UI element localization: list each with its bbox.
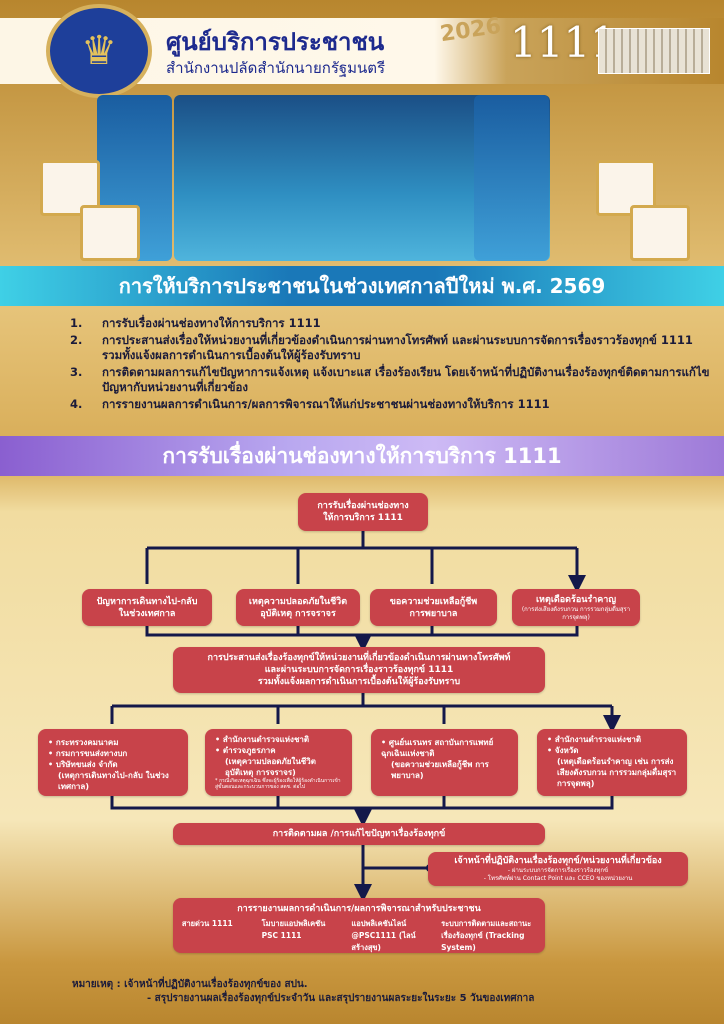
box-text: การรายงานผลการดำเนินการ/ผลการพิจารณาสำหร… bbox=[237, 904, 481, 914]
service-item: 4. การรายงานผลการดำเนินการ/ผลการพิจารณาให… bbox=[70, 397, 710, 413]
flow-box-report: การรายงานผลการดำเนินการ/ผลการพิจารณาสำหร… bbox=[173, 898, 545, 953]
item-number: 3. bbox=[70, 364, 83, 379]
box-text: เจ้าหน้าที่ปฏิบัติงานเรื่องร้องทุกข์/หน่… bbox=[454, 856, 662, 866]
item-text: การรับเรื่องผ่านช่องทางให้การบริการ 1111 bbox=[102, 316, 321, 330]
note-line: หมายเหตุ : เจ้าหน้าที่ปฏิบัติงานเรื่องร้… bbox=[72, 979, 308, 990]
box-subtext: - ผ่านระบบการจัดการเรื่องราวร้องทุกข์ bbox=[507, 867, 609, 874]
agency-note: * กรณีเกิดเหตุฉุกเฉิน ซึ่งจะผู้ร้องเพื่อ… bbox=[215, 778, 341, 790]
flow-box-coordination: การประสานส่งเรื่องร้องทุกข์ให้หน่วยงานที… bbox=[173, 647, 545, 693]
box-text: เหตุความปลอดภัยในชีวิต bbox=[248, 596, 348, 607]
service-item: 2. การประสานส่งเรื่องให้หน่วยงานที่เกี่ยว… bbox=[70, 333, 710, 364]
box-subtext: (การส่งเสียงดังรบกวน การรวมกลุ่มดื่มสุรา… bbox=[521, 605, 631, 621]
agency-item: ตำรวจภูธรภาค bbox=[215, 745, 342, 756]
agency-box-transport: กระทรวงคมนาคมกรมการขนส่งทางบกบริษัทขนส่ง… bbox=[38, 729, 188, 796]
government-house-image bbox=[598, 28, 710, 74]
flow-box-followup: การติดตามผล /การแก้ไขปัญหาเรื่องร้องทุกข… bbox=[173, 823, 545, 845]
agency-item: สำนักงานตำรวจแห่งชาติ bbox=[215, 734, 342, 745]
agency-item: ศูนย์นเรนทร สถาบันการแพทย์ฉุกเฉินแห่งชาต… bbox=[381, 737, 508, 759]
header-title: ศูนย์บริการประชาชน bbox=[166, 28, 385, 56]
service-item: 1. การรับเรื่องผ่านช่องทางให้การบริการ 11… bbox=[70, 316, 710, 332]
service-list: 1. การรับเรื่องผ่านช่องทางให้การบริการ 11… bbox=[70, 316, 710, 413]
agency-item: สำนักงานตำรวจแห่งชาติ bbox=[547, 734, 677, 745]
map-panel-image bbox=[474, 95, 549, 261]
box-text: ปัญหาการเดินทางไป-กลับ bbox=[96, 596, 198, 607]
channel-mobile-app: โมบายแอปพลิเคชัน PSC 1111 bbox=[261, 919, 326, 940]
category-travel: ปัญหาการเดินทางไป-กลับในช่วงเทศกาล bbox=[82, 589, 212, 626]
box-text: ในช่วงเทศกาล bbox=[118, 608, 176, 619]
service-item: 3. การติดตามผลการแก้ไขปัญหาการแจ้งเหตุ แจ… bbox=[70, 365, 710, 396]
report-channels: สายด่วน 1111 โมบายแอปพลิเคชัน PSC 1111 แ… bbox=[177, 918, 541, 954]
note-line: - สรุปรายงานผลเรื่องร้องทุกข์ประจำวัน แล… bbox=[147, 993, 535, 1004]
gift-icon bbox=[630, 205, 690, 261]
agency-item: บริษัทขนส่ง จำกัด bbox=[48, 759, 178, 770]
agency-detail: (เหตุเดือดร้อนรำคาญ เช่น การส่งเสียงดังร… bbox=[557, 757, 677, 788]
box-text: ให้การบริการ 1111 bbox=[323, 513, 403, 523]
category-medical: ขอความช่วยเหลือกู้ชีพการพยาบาล bbox=[370, 589, 497, 626]
agency-box-emergency: ศูนย์นเรนทร สถาบันการแพทย์ฉุกเฉินแห่งชาต… bbox=[371, 729, 518, 796]
agency-item: กรมการขนส่งทางบก bbox=[48, 748, 178, 759]
item-number: 4. bbox=[70, 396, 83, 411]
box-text: การติดตามผล /การแก้ไขปัญหาเรื่องร้องทุกข… bbox=[272, 829, 446, 839]
box-text: และผ่านระบบการจัดการเรื่องราวร้องทุกข์ 1… bbox=[264, 665, 454, 675]
channel-line: แอปพลิเคชันไลน์ @PSC1111 (ไลน์สร้างสุข) bbox=[351, 919, 416, 952]
box-text: การรับเรื่องผ่านช่องทาง bbox=[317, 501, 409, 511]
box-text: เหตุเดือดร้อนรำคาญ bbox=[535, 594, 617, 605]
box-text: ขอความช่วยเหลือกู้ชีพ bbox=[389, 596, 478, 607]
agency-item: กระทรวงคมนาคม bbox=[48, 737, 178, 748]
box-subtext: - โทรศัพท์ผ่าน Contact Point และ CCEO ขอ… bbox=[483, 875, 633, 882]
agency-detail: (เหตุความปลอดภัยในชีวิต อุบัติเหตุ การจร… bbox=[225, 757, 316, 777]
footnote: หมายเหตุ : เจ้าหน้าที่ปฏิบัติงานเรื่องร้… bbox=[72, 978, 534, 1006]
item-text: การติดตามผลการแก้ไขปัญหาการแจ้งเหตุ แจ้ง… bbox=[102, 364, 710, 395]
flow-box-officer: เจ้าหน้าที่ปฏิบัติงานเรื่องร้องทุกข์/หน่… bbox=[428, 852, 688, 886]
opm-logo: ♛ bbox=[46, 4, 152, 98]
gift-icon bbox=[40, 160, 100, 216]
item-number: 2. bbox=[70, 332, 83, 347]
box-text: อุบัติเหตุ การจราจร bbox=[260, 608, 336, 619]
channel-tracking: ระบบการติดตามและสถานะเรื่องร้องทุกข์ (Tr… bbox=[441, 919, 532, 952]
channel-hotline: สายด่วน 1111 bbox=[181, 919, 233, 928]
header-subtitle: สำนักงานปลัดสำนักนายกรัฐมนตรี bbox=[166, 59, 386, 77]
item-number: 1. bbox=[70, 316, 83, 330]
section-banner-newyear: การให้บริการประชาชนในช่วงเทศกาลปีใหม่ พ.… bbox=[0, 266, 724, 306]
category-nuisance: เหตุเดือดร้อนรำคาญ(การส่งเสียงดังรบกวน ก… bbox=[512, 589, 640, 626]
flow-box-intake: การรับเรื่องผ่านช่องทางให้การบริการ 1111 bbox=[298, 493, 428, 531]
category-safety: เหตุความปลอดภัยในชีวิตอุบัติเหตุ การจราจ… bbox=[236, 589, 360, 626]
box-text: การประสานส่งเรื่องร้องทุกข์ให้หน่วยงานที… bbox=[207, 653, 511, 663]
gift-icon bbox=[80, 205, 140, 261]
box-text: รวมทั้งแจ้งผลการดำเนินการเบื้องต้นให้ผู้… bbox=[257, 677, 461, 687]
box-text: การพยาบาล bbox=[409, 608, 458, 619]
agency-detail: (ขอความช่วยเหลือกู้ชีพ การพยาบาล) bbox=[391, 760, 489, 780]
item-text: การประสานส่งเรื่องให้หน่วยงานที่เกี่ยวข้… bbox=[102, 332, 693, 363]
agency-box-police: สำนักงานตำรวจแห่งชาติตำรวจภูธรภาค(เหตุคว… bbox=[205, 729, 352, 796]
item-text: การรายงานผลการดำเนินการ/ผลการพิจารณาให้แ… bbox=[102, 396, 550, 411]
agency-box-province: สำนักงานตำรวจแห่งชาติจังหวัด(เหตุเดือดร้… bbox=[537, 729, 687, 796]
agency-item: จังหวัด bbox=[547, 745, 677, 756]
section-banner-channels: การรับเรื่องผ่านช่องทางให้การบริการ 1111 bbox=[0, 436, 724, 476]
agency-detail: (เหตุการเดินทางไป-กลับ ในช่วงเทศกาล) bbox=[58, 771, 169, 791]
